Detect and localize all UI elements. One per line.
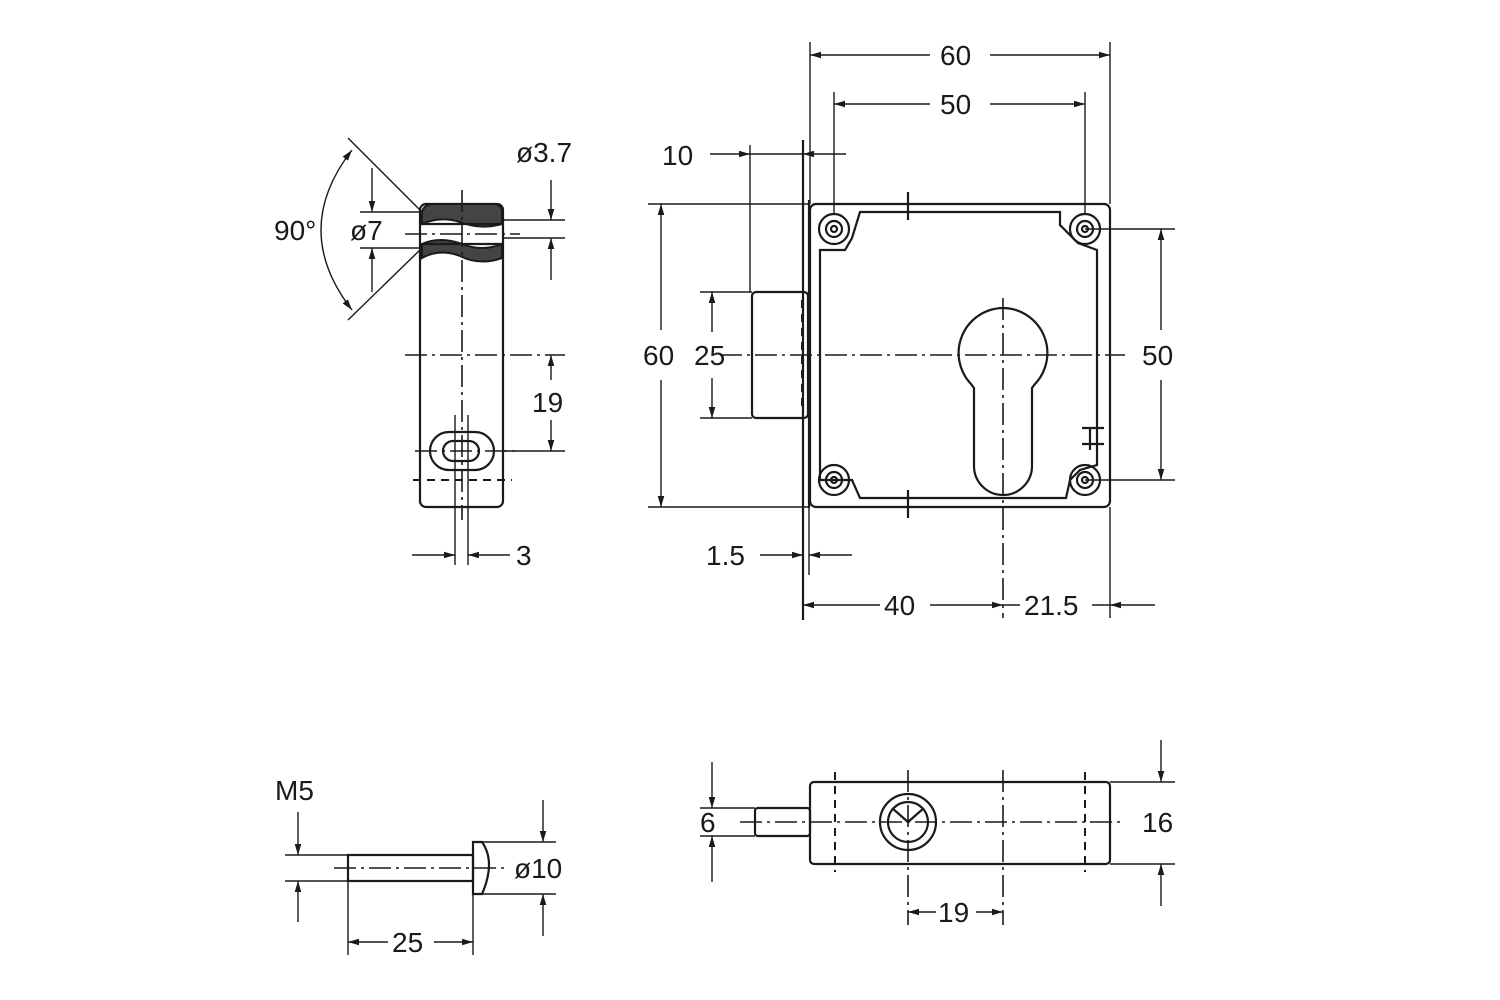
dia37-label: ø3.7: [516, 137, 572, 168]
dim60-height-label: 60: [643, 340, 674, 371]
screw-view: M5 ø10 25: [275, 775, 562, 958]
side-hatch-section-lower: [421, 239, 503, 263]
bottom-view: 6 16 19: [700, 740, 1175, 928]
hole-top-left: [817, 212, 851, 246]
dia7-label: ø7: [350, 215, 383, 246]
dim215-label: 21.5: [1024, 590, 1079, 621]
dim19-bottom-label: 19: [938, 897, 969, 928]
angle-leg-bottom: [347, 247, 423, 321]
side-hatch-section: [421, 203, 503, 228]
front-view: 60 50 10 60 25 50 1.5: [643, 40, 1175, 621]
dim50-top-label: 50: [940, 89, 971, 120]
case-inner-outline: [818, 210, 1099, 500]
dim15-label: 1.5: [706, 540, 745, 571]
dim19-label: 19: [532, 387, 563, 418]
angle-arc: [320, 149, 353, 311]
angle-label: 90°: [274, 215, 316, 246]
side-view: 90° ø7 ø3.7 19 3: [274, 137, 572, 571]
bottom-case-outline: [808, 780, 1112, 866]
dim16-label: 16: [1142, 807, 1173, 838]
len25-label: 25: [392, 927, 423, 958]
hole-bottom-left: [817, 463, 851, 497]
angle-leg-top: [347, 137, 423, 213]
dim60-top-label: 60: [940, 40, 971, 71]
dim10-label: 10: [662, 140, 693, 171]
dim25-label: 25: [694, 340, 725, 371]
dim50-right-label: 50: [1142, 340, 1173, 371]
dia10-label: ø10: [514, 853, 562, 884]
dim6-label: 6: [700, 807, 716, 838]
m5-label: M5: [275, 775, 314, 806]
case-detail: [1082, 426, 1104, 450]
dim40-label: 40: [884, 590, 915, 621]
dim3-label: 3: [516, 540, 532, 571]
